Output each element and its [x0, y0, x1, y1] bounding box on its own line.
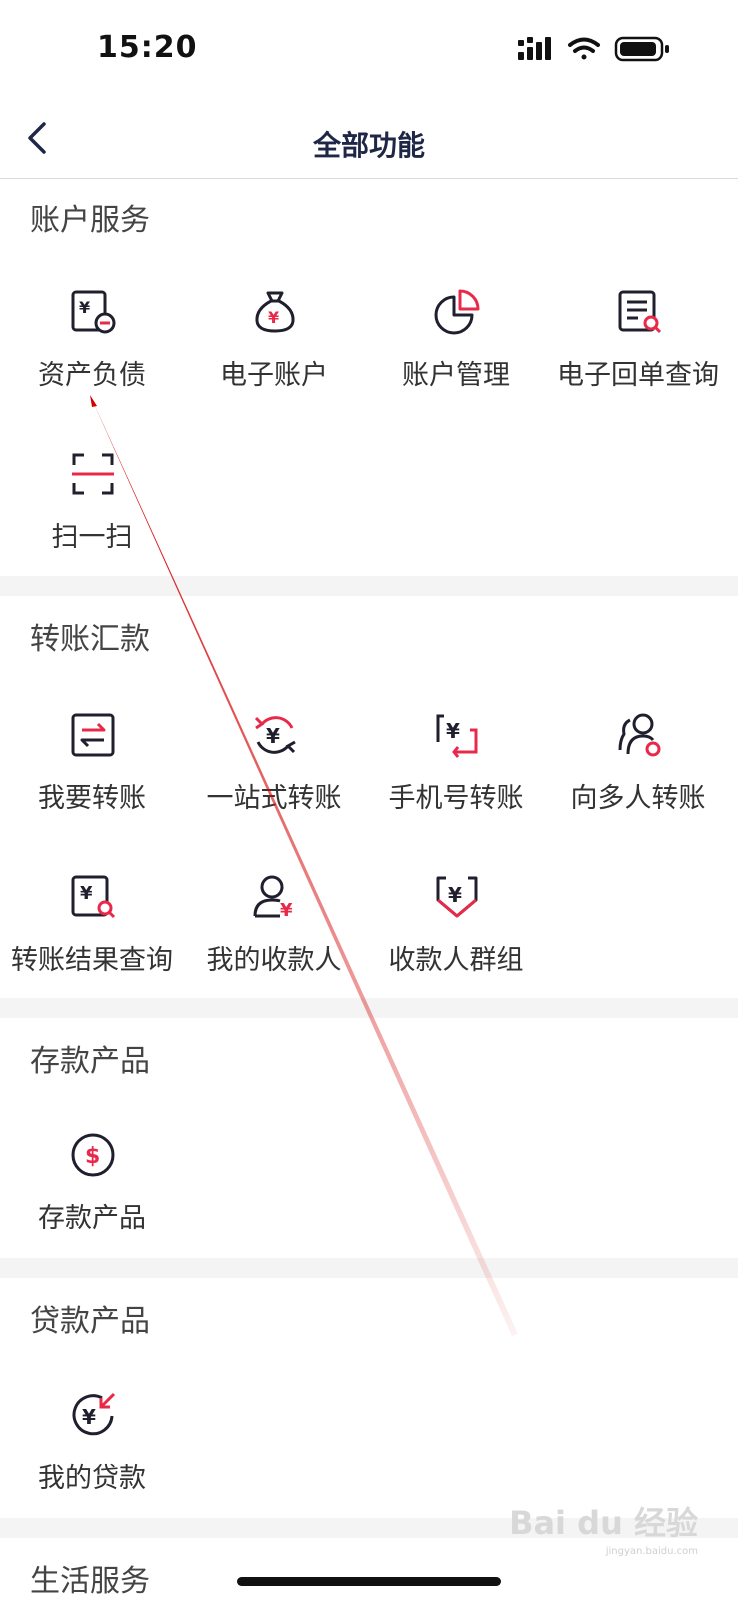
- chevron-left-icon: [28, 122, 46, 154]
- money-bag-icon: ¥: [255, 291, 295, 333]
- svg-text:¥: ¥: [82, 1405, 96, 1429]
- multi-transfer-icon: [618, 713, 661, 757]
- section-divider: [0, 1518, 738, 1538]
- section-account-services: 账户服务 ¥ 资产负债 ¥ 电子账户 账户管理: [0, 179, 738, 576]
- svg-text:¥: ¥: [448, 883, 462, 907]
- one-stop-transfer-icon: ¥: [254, 716, 296, 754]
- item-label: 电子账户: [220, 360, 328, 391]
- item-label: 存款产品: [38, 1203, 146, 1234]
- section-divider: [0, 1258, 738, 1278]
- watermark-url: jingyan.baidu.com: [605, 1546, 698, 1557]
- back-button[interactable]: [22, 118, 52, 158]
- item-e-account[interactable]: ¥ 电子账户: [182, 271, 366, 421]
- item-transfer-result[interactable]: ¥ 转账结果查询: [0, 856, 184, 1006]
- svg-text:¥: ¥: [268, 308, 279, 327]
- section-title: 转账汇款: [30, 622, 150, 657]
- section-deposit: 存款产品 $ 存款产品: [0, 1018, 738, 1258]
- item-label: 手机号转账: [388, 783, 524, 814]
- svg-text:¥: ¥: [80, 883, 93, 904]
- item-my-loans[interactable]: ¥ 我的贷款: [0, 1374, 184, 1524]
- item-label: 转账结果查询: [11, 945, 173, 976]
- page-title: 全部功能: [312, 129, 425, 162]
- item-scan[interactable]: 扫一扫: [0, 433, 184, 583]
- item-label: 我的收款人: [206, 945, 342, 976]
- svg-text:¥: ¥: [266, 724, 280, 748]
- svg-text:¥: ¥: [280, 900, 293, 920]
- payee-group-icon: ¥: [436, 876, 478, 918]
- item-label: 我的贷款: [38, 1463, 146, 1494]
- item-label: 我要转账: [38, 783, 146, 814]
- item-label: 资产负债: [38, 360, 146, 391]
- item-label: 扫一扫: [51, 522, 133, 553]
- item-label: 一站式转账: [206, 783, 342, 814]
- wifi-icon: [568, 37, 600, 60]
- item-label: 账户管理: [402, 360, 510, 391]
- item-one-stop-transfer[interactable]: ¥ 一站式转账: [182, 694, 366, 844]
- pie-chart-icon: [434, 289, 480, 335]
- transfer-result-icon: ¥: [71, 875, 116, 919]
- item-label: 向多人转账: [570, 783, 706, 814]
- status-icons: [518, 36, 669, 62]
- item-account-management[interactable]: 账户管理: [364, 271, 548, 421]
- item-deposit-products[interactable]: $ 存款产品: [0, 1114, 184, 1264]
- signal-icon: [518, 37, 551, 60]
- section-transfer: 转账汇款 我要转账 ¥ 一站式转账 ¥ 手机号转账: [0, 596, 738, 998]
- item-phone-transfer[interactable]: ¥ 手机号转账: [364, 694, 548, 844]
- scan-icon: [72, 453, 114, 495]
- receipt-search-icon: [618, 290, 662, 334]
- payee-icon: ¥: [253, 875, 293, 920]
- watermark-text: Bai du 经验: [509, 1504, 698, 1542]
- section-title: 账户服务: [30, 203, 150, 238]
- section-title: 贷款产品: [30, 1304, 150, 1339]
- item-payee-group[interactable]: ¥ 收款人群组: [364, 856, 548, 1006]
- loan-icon: ¥: [72, 1392, 116, 1436]
- item-label: 收款人群组: [388, 945, 524, 976]
- item-transfer[interactable]: 我要转账: [0, 694, 184, 844]
- transfer-icon: [71, 713, 115, 757]
- item-multi-transfer[interactable]: 向多人转账: [546, 694, 730, 844]
- section-title: 生活服务: [30, 1564, 150, 1599]
- item-my-payees[interactable]: ¥ 我的收款人: [182, 856, 366, 1006]
- battery-icon: [614, 36, 669, 62]
- item-asset-liability[interactable]: ¥ 资产负债: [0, 271, 184, 421]
- section-divider: [0, 576, 738, 596]
- status-bar: 15:20: [0, 0, 738, 100]
- section-title: 存款产品: [30, 1044, 150, 1079]
- deposit-icon: $: [71, 1133, 115, 1177]
- section-divider: [0, 998, 738, 1018]
- svg-text:$: $: [85, 1144, 100, 1169]
- nav-bar: 全部功能: [0, 100, 738, 179]
- section-loan: 贷款产品 ¥ 我的贷款: [0, 1278, 738, 1518]
- section-life-services: 生活服务: [0, 1538, 738, 1600]
- item-e-receipt-query[interactable]: 电子回单查询: [546, 271, 730, 421]
- home-indicator[interactable]: [237, 1577, 501, 1586]
- phone-transfer-icon: ¥: [436, 714, 478, 758]
- svg-text:¥: ¥: [79, 298, 90, 317]
- watermark: Bai du 经验 jingyan.baidu.com: [509, 1498, 698, 1557]
- svg-text:¥: ¥: [446, 719, 460, 743]
- status-time: 15:20: [97, 30, 198, 65]
- asset-liability-icon: ¥: [71, 290, 116, 334]
- item-label: 电子回单查询: [557, 360, 719, 391]
